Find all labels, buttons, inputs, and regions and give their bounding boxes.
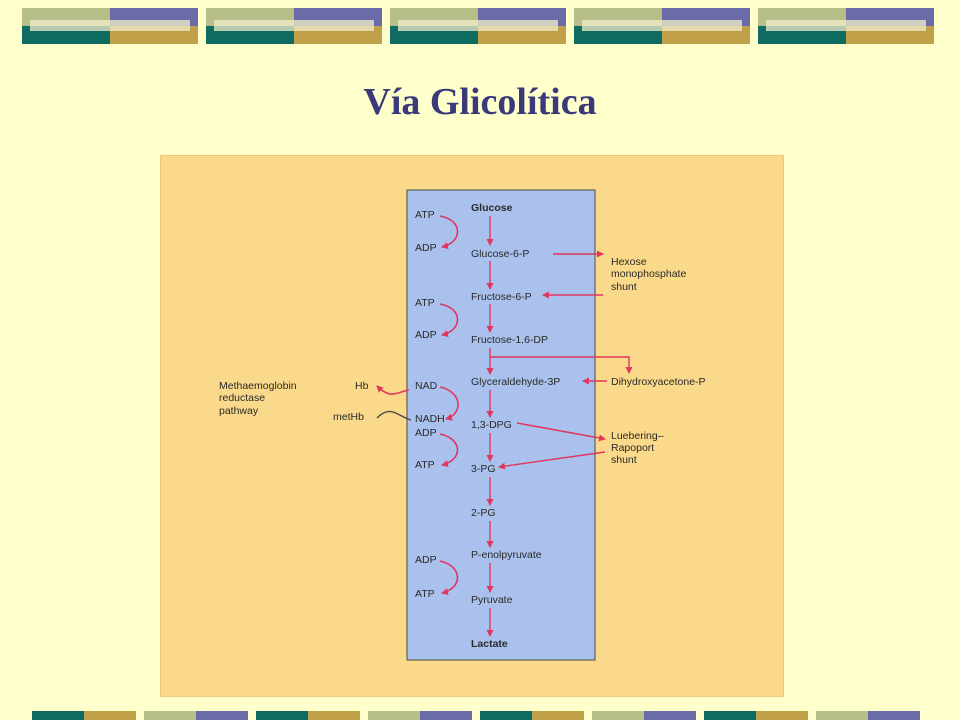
- arrow-nad-to-hb: [376, 385, 410, 395]
- atp-label: ATP: [415, 297, 435, 309]
- fructose-6-p-label: Fructose-6-P: [471, 291, 532, 303]
- atp-adp-curve: [439, 215, 459, 250]
- glycolysis-figure: Glucose Glucose-6-P Fructose-6-P Fructos…: [160, 155, 784, 697]
- 1-3-dpg-label: 1,3-DPG: [471, 419, 512, 431]
- nad-label: NAD: [415, 380, 438, 392]
- shunt-label: shunt: [611, 454, 637, 466]
- monophosphate-label: monophosphate: [611, 268, 686, 280]
- methaemoglobin-label: Methaemoglobin: [219, 380, 297, 392]
- arrow-from-luebering-rapoport: [498, 451, 606, 470]
- adp-label: ADP: [415, 554, 437, 566]
- pathway-box: [406, 189, 596, 661]
- nad-nadh-curve: [439, 386, 459, 421]
- rapoport-label: Rapoport: [611, 442, 654, 454]
- adp-atp-curve: [439, 433, 459, 468]
- header-tile: [758, 8, 934, 44]
- header-tile: [574, 8, 750, 44]
- header-tile: [22, 8, 198, 44]
- shunt-label: shunt: [611, 281, 637, 293]
- atp-adp-curve: [439, 303, 459, 338]
- header-tile: [206, 8, 382, 44]
- reductase-label: reductase: [219, 392, 265, 404]
- nadh-label: NADH: [415, 413, 445, 425]
- adp-label: ADP: [415, 242, 437, 254]
- glycolysis-diagram: Glucose Glucose-6-P Fructose-6-P Fructos…: [219, 189, 706, 661]
- adp-label: ADP: [415, 427, 437, 439]
- atp-label: ATP: [415, 459, 435, 471]
- glyceraldehyde-3p-label: Glyceraldehyde-3P: [471, 376, 560, 388]
- luebering-label: Luebering–: [611, 430, 664, 442]
- lactate-label: Lactate: [471, 638, 508, 650]
- header-tile: [390, 8, 566, 44]
- dihydroxyacetone-p-label: Dihydroxyacetone-P: [611, 376, 706, 388]
- adp-atp-curve: [439, 560, 459, 596]
- glucose-label: Glucose: [471, 202, 513, 214]
- arrow-to-dihydroxyacetone: [490, 356, 633, 374]
- adp-label: ADP: [415, 329, 437, 341]
- hexose-label: Hexose: [611, 256, 647, 268]
- atp-label: ATP: [415, 588, 435, 600]
- atp-label: ATP: [415, 209, 435, 221]
- glucose-6-p-label: Glucose-6-P: [471, 248, 529, 260]
- cofactor-arrows: [439, 215, 459, 596]
- slide-title: Vía Glicolítica: [363, 81, 597, 123]
- top-decorative-bar: [22, 8, 938, 44]
- hb-label: Hb: [355, 380, 369, 392]
- 3-pg-label: 3-PG: [471, 463, 496, 475]
- methb-label: metHb: [333, 411, 364, 423]
- pathway-label: pathway: [219, 405, 259, 417]
- bottom-decorative-bar: [32, 711, 928, 720]
- p-enolpyruvate-label: P-enolpyruvate: [471, 549, 542, 561]
- methb-to-nadh-curve: [376, 410, 412, 421]
- pyruvate-label: Pyruvate: [471, 594, 513, 606]
- fructose-1-6-dp-label: Fructose-1,6-DP: [471, 334, 548, 346]
- 2-pg-label: 2-PG: [471, 507, 496, 519]
- arrow-to-luebering-rapoport: [516, 422, 606, 442]
